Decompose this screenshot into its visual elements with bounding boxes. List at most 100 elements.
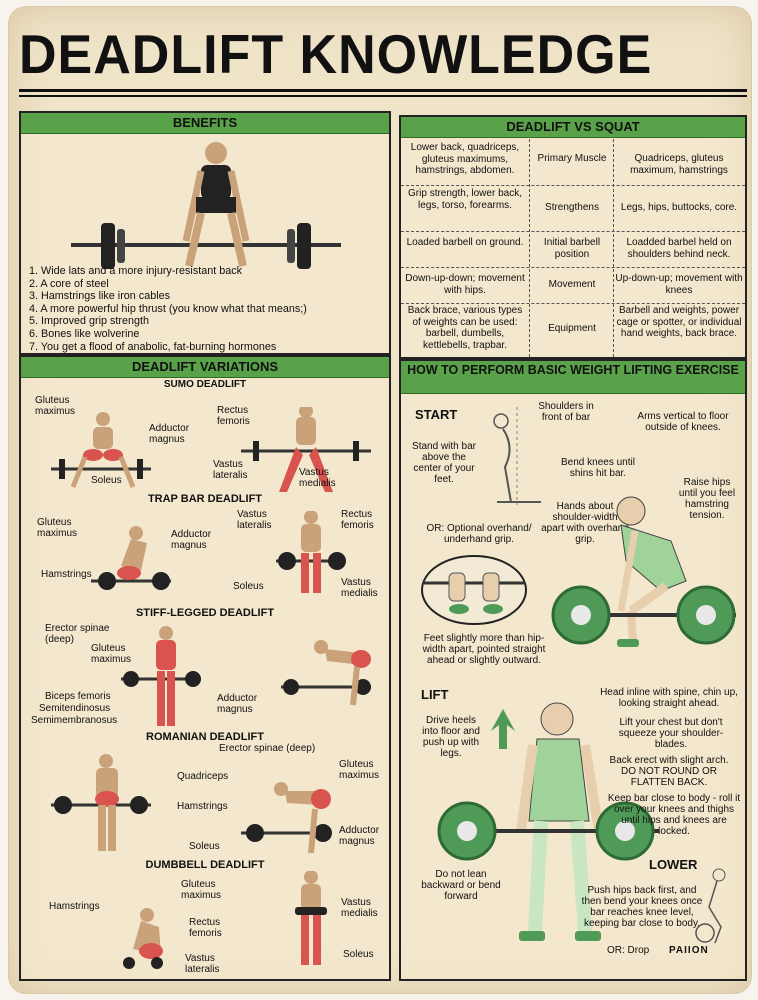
lower-title: LOWER — [649, 857, 698, 872]
grip-closeup-illustration — [421, 555, 527, 625]
benefit-item: 4. A more powerful hip thrust (you know … — [29, 302, 307, 315]
muscle-label: Hamstrings — [41, 569, 92, 580]
vs-row: Down-up-down; movement with hips. Moveme… — [401, 267, 745, 304]
muscle-label: Adductor magnus — [149, 423, 190, 445]
title-rule-thin — [19, 95, 747, 97]
muscle-label: Vastus medialis — [341, 577, 378, 599]
poster-title: DEADLIFT KNOWLEDGE — [19, 24, 653, 86]
squat-cell: Barbell and weights, power cage or spott… — [616, 305, 742, 339]
benefit-item: 5. Improved grip strength — [29, 315, 150, 328]
howto-panel: HOW TO PERFORM BASIC WEIGHT LIFTING EXER… — [399, 359, 747, 981]
instruction-note: Do not lean backward or bend forward — [421, 869, 501, 902]
muscle-label: Vastus medialis — [341, 897, 378, 919]
sumo-illustration — [51, 407, 371, 492]
benefit-item: 1. Wide lats and a more injury-resistant… — [29, 265, 243, 277]
aspect-cell: Initial barbell position — [543, 237, 601, 260]
instruction-note: OR: Drop — [607, 945, 650, 956]
squat-cell: Loadded barbel held on shoulders behind … — [626, 237, 732, 260]
brand-mark: PAIION — [669, 945, 709, 956]
muscle-label: Vastus lateralis — [213, 459, 248, 481]
benefit-item: 3. Hamstrings like iron cables — [29, 290, 171, 303]
instruction-note: OR: Optional overhand/ underhand grip. — [426, 523, 532, 545]
trap-title: TRAP BAR DEADLIFT — [147, 493, 263, 505]
muscle-label: Gluteus maximus — [339, 759, 380, 781]
dumbbell-title: DUMBBELL DEADLIFT — [145, 859, 265, 871]
benefits-heading: BENEFITS — [21, 113, 389, 134]
benefits-panel: BENEFITS 1. Wide lats and a more injury-… — [19, 111, 391, 355]
instruction-note: Push hips back first, and then bend your… — [581, 885, 703, 929]
vs-row: Grip strength, lower back, legs, torso, … — [401, 185, 745, 232]
instruction-note: Hands about shoulder-width apart with ov… — [541, 501, 629, 545]
muscle-label: Adductor magnus — [339, 825, 380, 847]
instruction-note: Raise hips until you feel hamstring tens… — [678, 477, 736, 521]
variations-panel: DEADLIFT VARIATIONS SUMO DEADLIFT Gluteu… — [19, 355, 391, 981]
muscle-label: Rectus femoris — [217, 405, 250, 427]
muscle-label: Quadriceps — [177, 771, 229, 782]
deadlift-cell: Loaded barbell on ground. — [406, 237, 524, 248]
romanian-title: ROMANIAN DEADLIFT — [146, 731, 264, 743]
muscle-label: Semimembranosus — [31, 715, 118, 726]
lift-title: LIFT — [421, 687, 449, 702]
muscle-label: Gluteus maximus — [35, 395, 76, 417]
muscle-label: Gluteus maximus — [91, 643, 132, 665]
start-stance-illustration — [493, 407, 541, 505]
aspect-cell: Primary Muscle — [537, 153, 607, 164]
muscle-label: Rectus femoris — [341, 509, 374, 531]
muscle-label: Soleus — [343, 949, 374, 960]
deadlift-cell: Back brace, various types of weights can… — [407, 305, 523, 351]
squat-cell: Legs, hips, buttocks, core. — [620, 202, 738, 213]
deadlift-figure-illustration — [71, 142, 341, 269]
deadlift-cell: Down-up-down; movement with hips. — [405, 273, 525, 296]
variations-heading: DEADLIFT VARIATIONS — [21, 357, 389, 378]
muscle-label: Soleus — [233, 581, 264, 592]
column-divider — [613, 139, 614, 357]
deadlift-cell: Grip strength, lower back, legs, torso, … — [408, 188, 522, 211]
instruction-note: Stand with bar above the center of your … — [412, 441, 476, 485]
column-divider — [529, 139, 530, 357]
muscle-label: Biceps femoris — [45, 691, 111, 702]
instruction-note: Drive heels into floor and push up with … — [422, 715, 480, 759]
howto-heading: HOW TO PERFORM BASIC WEIGHT LIFTING EXER… — [401, 361, 745, 394]
muscle-label: Hamstrings — [177, 801, 228, 812]
instruction-note: Head inline with spine, chin up, looking… — [600, 687, 738, 709]
benefit-item: 2. A core of steel — [29, 277, 109, 290]
muscle-label: Hamstrings — [49, 901, 100, 912]
aspect-cell: Strengthens — [545, 202, 599, 213]
benefit-item: 7. You get a flood of anabolic, fat-burn… — [29, 340, 277, 353]
vs-row: Loaded barbell on ground. Initial barbel… — [401, 231, 745, 268]
title-rule — [19, 89, 747, 92]
deadlift-cell: Lower back, quadriceps, gluteus maximums… — [410, 142, 520, 176]
benefits-list: 1. Wide lats and a more injury-resistant… — [29, 265, 307, 353]
instruction-note: Shoulders in front of bar — [538, 401, 594, 423]
muscle-label: Erector spinae (deep) — [45, 623, 110, 645]
instruction-note: Lift your chest but don't squeeze your s… — [618, 717, 724, 750]
muscle-label: Gluteus maximus — [37, 517, 78, 539]
benefit-item: 6. Bones like wolverine — [29, 327, 140, 340]
instruction-note: Arms vertical to floor outside of knees. — [637, 411, 729, 433]
stiff-title: STIFF-LEGGED DEADLIFT — [135, 607, 275, 619]
muscle-label: Vastus lateralis — [185, 953, 220, 975]
muscle-label: Rectus femoris — [189, 917, 222, 939]
muscle-label: Soleus — [189, 841, 220, 852]
muscle-label: Gluteus maximus — [181, 879, 222, 901]
poster: DEADLIFT KNOWLEDGE BENEFITS 1. Wide lats… — [8, 6, 752, 994]
dumbbell-illustration — [123, 871, 327, 969]
muscle-label: Adductor magnus — [217, 693, 258, 715]
muscle-label: Soleus — [91, 475, 122, 486]
stiff-illustration — [121, 626, 371, 726]
squat-cell: Up-down-up; movement with knees — [615, 273, 743, 296]
start-position-illustration — [551, 496, 736, 647]
romanian-illustration — [51, 754, 332, 854]
muscle-label: Semitendinosus — [39, 703, 111, 714]
vs-squat-panel: DEADLIFT VS SQUAT Lower back, quadriceps… — [399, 115, 747, 359]
vs-squat-heading: DEADLIFT VS SQUAT — [401, 117, 745, 138]
lift-position-illustration — [437, 702, 659, 941]
muscle-label: Erector spinae (deep) — [219, 743, 316, 754]
vs-row: Back brace, various types of weights can… — [401, 303, 745, 355]
instruction-note: Bend knees until shins hit bar. — [561, 457, 635, 479]
instruction-note: Back erect with slight arch. DO NOT ROUN… — [609, 755, 729, 788]
aspect-cell: Movement — [548, 279, 596, 290]
vs-row: Lower back, quadriceps, gluteus maximums… — [401, 139, 745, 186]
lower-position-illustration — [695, 868, 726, 944]
muscle-label: Vastus lateralis — [237, 509, 272, 531]
